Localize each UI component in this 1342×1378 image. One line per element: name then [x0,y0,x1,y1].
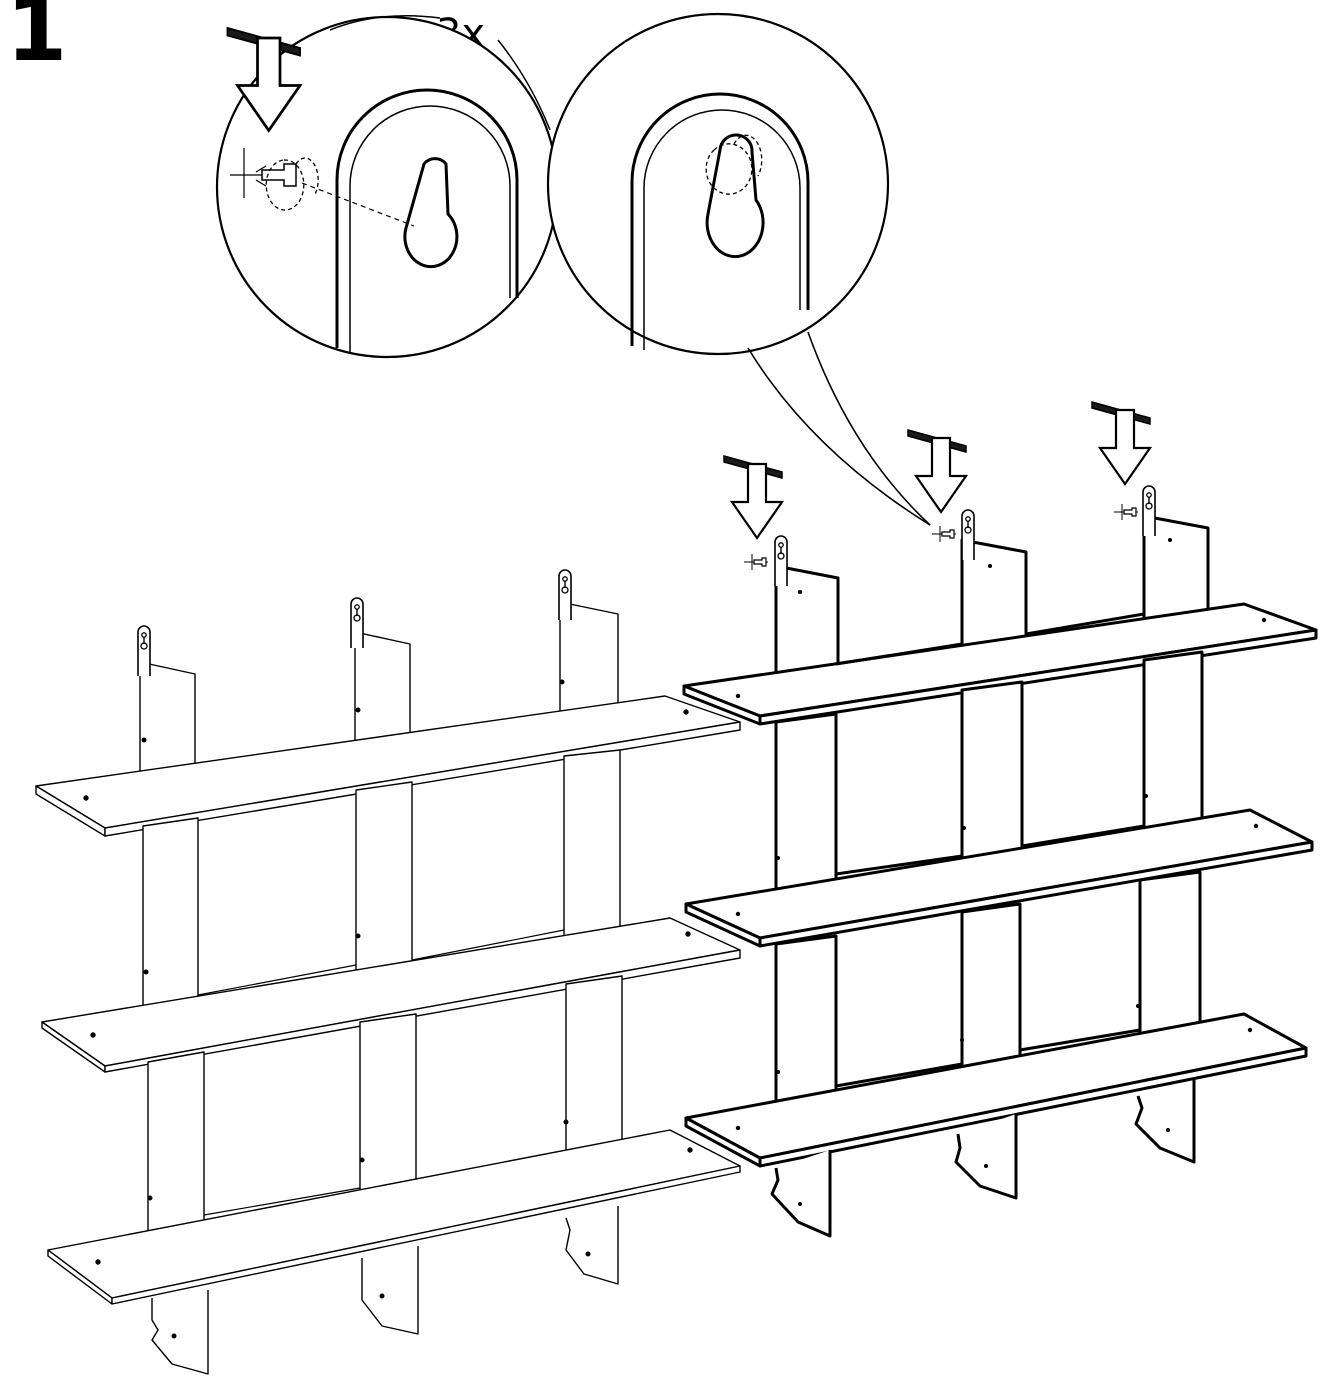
screw-icon [230,148,319,211]
detail-circle-screw-insert [215,15,559,359]
detail-circle-screw-seated [546,12,931,526]
keyhole-icon [705,133,765,259]
shelf-unit-after [682,514,1318,1238]
shelf-unit-before [35,601,741,1375]
step-number: 1 [6,0,68,81]
keyhole-icon [403,157,459,269]
down-arrow-icon [722,400,1152,540]
